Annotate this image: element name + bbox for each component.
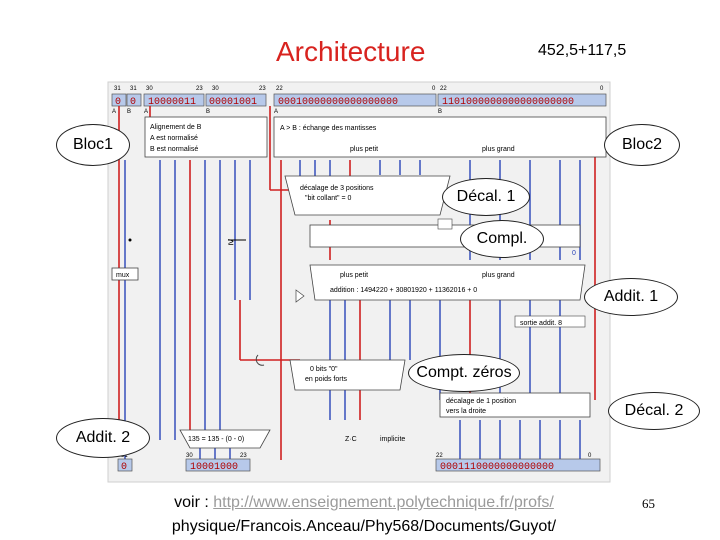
top-bit-indices: 31 31 30 23 30 23 22 0 22 0	[114, 86, 604, 92]
letter-b: B	[206, 109, 210, 115]
svg-text:addition : 1494220 + 30801920: addition : 1494220 + 30801920 + 11362016…	[330, 287, 477, 294]
footer-prefix: voir :	[174, 494, 214, 511]
bloc1-box: Alignement de B A est normalisé B est no…	[144, 116, 268, 158]
result-sign-register	[117, 458, 133, 472]
exponent-a-bits: 10000011	[148, 97, 196, 108]
bit-index: 0	[600, 86, 604, 92]
bit-index: 30	[212, 86, 219, 92]
compt-zeros-callout: Compt. zéros	[408, 354, 520, 392]
footer-line2: physique/Francois.Anceau/Phy568/Document…	[171, 518, 557, 535]
result-mantissa-register	[435, 458, 601, 472]
decal2-callout: Décal. 2	[608, 392, 700, 430]
bit-index: 22	[276, 86, 283, 92]
decal2-shifter: décalage de 1 position vers la droite	[439, 392, 591, 418]
bit-index: 31	[114, 86, 121, 92]
letter-b: B	[438, 109, 442, 115]
decal1-callout: Décal. 1	[442, 178, 530, 216]
bloc1-line: A est normalisé	[150, 135, 198, 142]
svg-text:"bit collant" = 0: "bit collant" = 0	[305, 195, 352, 202]
bloc2-line: plus petit	[350, 146, 378, 153]
svg-text:plus petit: plus petit	[340, 272, 368, 279]
mantissa-a-register	[273, 93, 437, 107]
svg-text:≥: ≥	[228, 237, 234, 248]
sign-b-register	[126, 93, 142, 107]
svg-text:0 bits "0": 0 bits "0"	[310, 366, 338, 373]
letter-a: A	[274, 109, 278, 115]
svg-text:mux: mux	[116, 272, 130, 279]
bit-index: 31	[121, 453, 128, 459]
bloc2-box: A > B : échange des mantisses plus petit…	[273, 116, 607, 158]
letter-b: B	[127, 109, 131, 115]
result-registers	[117, 458, 601, 472]
mantissa-b-bits: 1101000000000000000000	[442, 97, 574, 108]
result-exponent-bits: 10001000	[190, 462, 238, 473]
result-register-bits: 0 10001000 0001110000000000000	[121, 462, 554, 473]
svg-text:en poids forts: en poids forts	[305, 376, 348, 383]
result-mantissa-bits: 0001110000000000000	[440, 462, 554, 473]
svg-text:135 = 135 - (0 - 0): 135 = 135 - (0 - 0)	[188, 436, 244, 443]
svg-text:Z·C: Z·C	[345, 436, 357, 443]
svg-text:0: 0	[572, 250, 576, 257]
footer-reference: voir : http://www.enseignement.polytechn…	[134, 491, 594, 539]
addit2-callout: Addit. 2	[56, 418, 150, 458]
addit1-callout: Addit. 1	[584, 278, 678, 316]
svg-text:décalage de 3 positions: décalage de 3 positions	[300, 185, 374, 192]
slide-title: Architecture	[276, 36, 426, 67]
exponent-b-bits: 00001001	[209, 97, 257, 108]
bit-index: 22	[436, 453, 443, 459]
bit-index: 22	[440, 86, 447, 92]
bit-index: 23	[259, 86, 266, 92]
bit-index: 23	[240, 453, 247, 459]
adder1-block: plus petit plus grand addition : 1494220…	[295, 264, 586, 303]
svg-text:plus grand: plus grand	[482, 272, 515, 279]
top-register-bits: 0 0 10000011 00001001 000100000000000000…	[115, 97, 574, 108]
svg-text:décalage de 1 position: décalage de 1 position	[446, 398, 516, 405]
top-registers	[111, 93, 607, 107]
svg-text:implicite: implicite	[380, 436, 405, 443]
sign-b-bit: 0	[130, 97, 136, 108]
bloc2-callout: Bloc2	[604, 124, 680, 166]
svg-text:sortie addit. 8: sortie addit. 8	[520, 320, 562, 327]
coordinate-readout: 452,5+117,5	[538, 42, 627, 59]
result-sign-bit: 0	[121, 462, 127, 473]
bit-index: 30	[186, 453, 193, 459]
zero-counter-block: 0 bits "0" en poids forts	[255, 354, 406, 391]
bit-index: 23	[196, 86, 203, 92]
exponent-a-register	[143, 93, 205, 107]
bloc1-line: Alignement de B	[150, 124, 202, 131]
sign-a-bit: 0	[115, 97, 121, 108]
carry-out-box: sortie addit. 8	[514, 315, 586, 328]
bit-index: 0	[432, 86, 436, 92]
bit-index: 31	[130, 86, 137, 92]
result-exponent-register	[185, 458, 251, 472]
bloc2-line: plus grand	[482, 146, 515, 153]
mux-box: mux	[111, 267, 139, 281]
bloc2-line: A > B : échange des mantisses	[280, 125, 377, 132]
bit-index: 0	[588, 453, 592, 459]
bloc1-line: B est normalisé	[150, 146, 198, 153]
decal1-shifter: décalage de 3 positions "bit collant" = …	[284, 175, 451, 216]
bloc1-callout: Bloc1	[56, 124, 130, 166]
register-letters: A B A B A B	[112, 109, 442, 115]
exponent-adder-block: 135 = 135 - (0 - 0) Z·C implicite	[179, 429, 405, 449]
mantissa-b-register	[437, 93, 607, 107]
compl-callout: Compl.	[460, 220, 544, 258]
letter-a: A	[112, 109, 116, 115]
bit-index: 30	[146, 86, 153, 92]
svg-text:vers la droite: vers la droite	[446, 408, 486, 415]
footer-link[interactable]: http://www.enseignement.polytechnique.fr…	[213, 494, 554, 511]
mantissa-a-bits: 00010000000000000000	[278, 97, 398, 108]
exponent-b-register	[205, 93, 267, 107]
bottom-bit-indices: 31 30 23 22 0	[121, 453, 592, 459]
letter-a: A	[144, 109, 148, 115]
page-number: 65	[642, 496, 655, 511]
